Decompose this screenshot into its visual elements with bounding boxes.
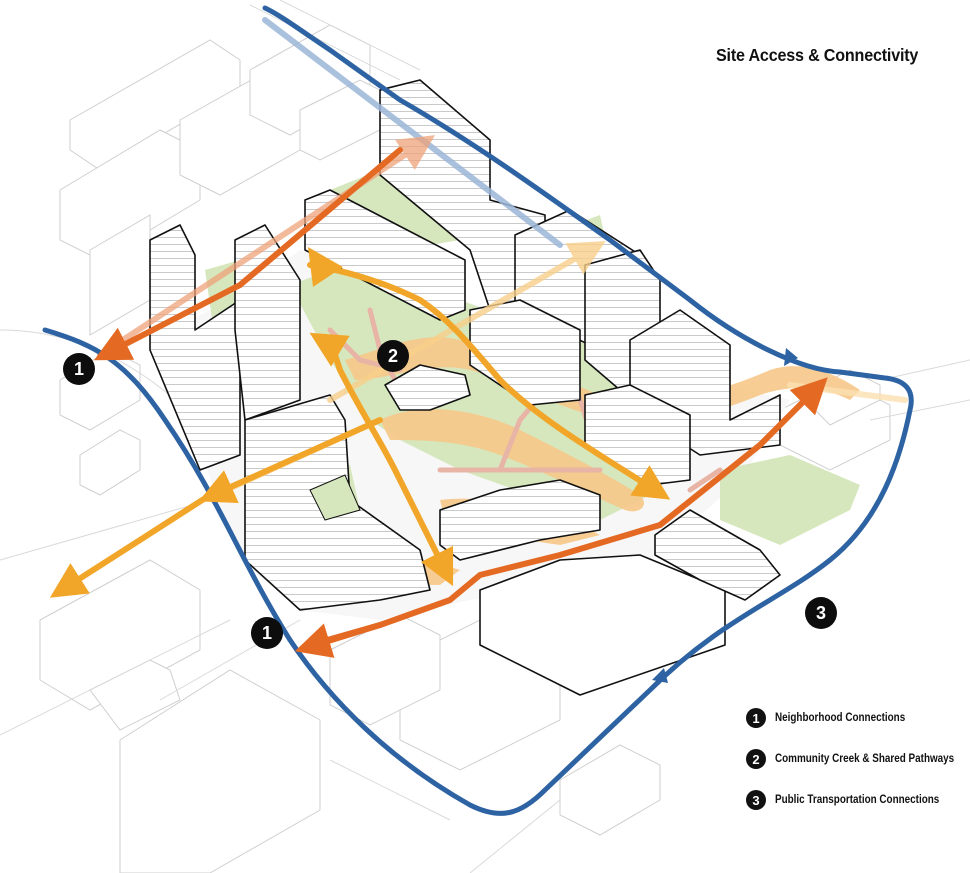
legend-label: Public Transportation Connections — [775, 794, 940, 806]
marker-transit: 3 — [805, 597, 837, 629]
neighborhood-connections — [93, 147, 828, 658]
arrow-icon — [652, 668, 668, 683]
legend-item-creek: 2 Community Creek & Shared Pathways — [746, 749, 970, 769]
transit-arrows — [652, 348, 798, 683]
marker-creek: 2 — [377, 340, 409, 372]
marker-neighborhood-west: 1 — [63, 353, 95, 385]
building-west-mid — [234, 224, 301, 421]
marker-neighborhood-south: 1 — [251, 617, 283, 649]
building-south-east-bar — [654, 509, 781, 601]
building-north-bar — [304, 189, 466, 321]
legend-number: 1 — [746, 708, 766, 728]
legend-number: 2 — [746, 749, 766, 769]
building-west-slab — [149, 224, 241, 471]
legend-number: 3 — [746, 790, 766, 810]
legend: 1 Neighborhood Connections 2 Community C… — [746, 708, 970, 831]
legend-item-transit: 3 Public Transportation Connections — [746, 790, 970, 810]
transit-route — [42, 5, 914, 816]
diagram-title: Site Access & Connectivity — [716, 45, 919, 65]
legend-label: Neighborhood Connections — [775, 712, 906, 724]
building-pavilion — [384, 364, 471, 411]
arrow-icon — [784, 348, 798, 366]
legend-label: Community Creek & Shared Pathways — [775, 753, 955, 765]
creek-pathways — [49, 247, 671, 598]
courtyard-green — [309, 474, 361, 521]
building-south-block — [479, 554, 726, 696]
legend-item-neighborhood: 1 Neighborhood Connections — [746, 708, 970, 728]
